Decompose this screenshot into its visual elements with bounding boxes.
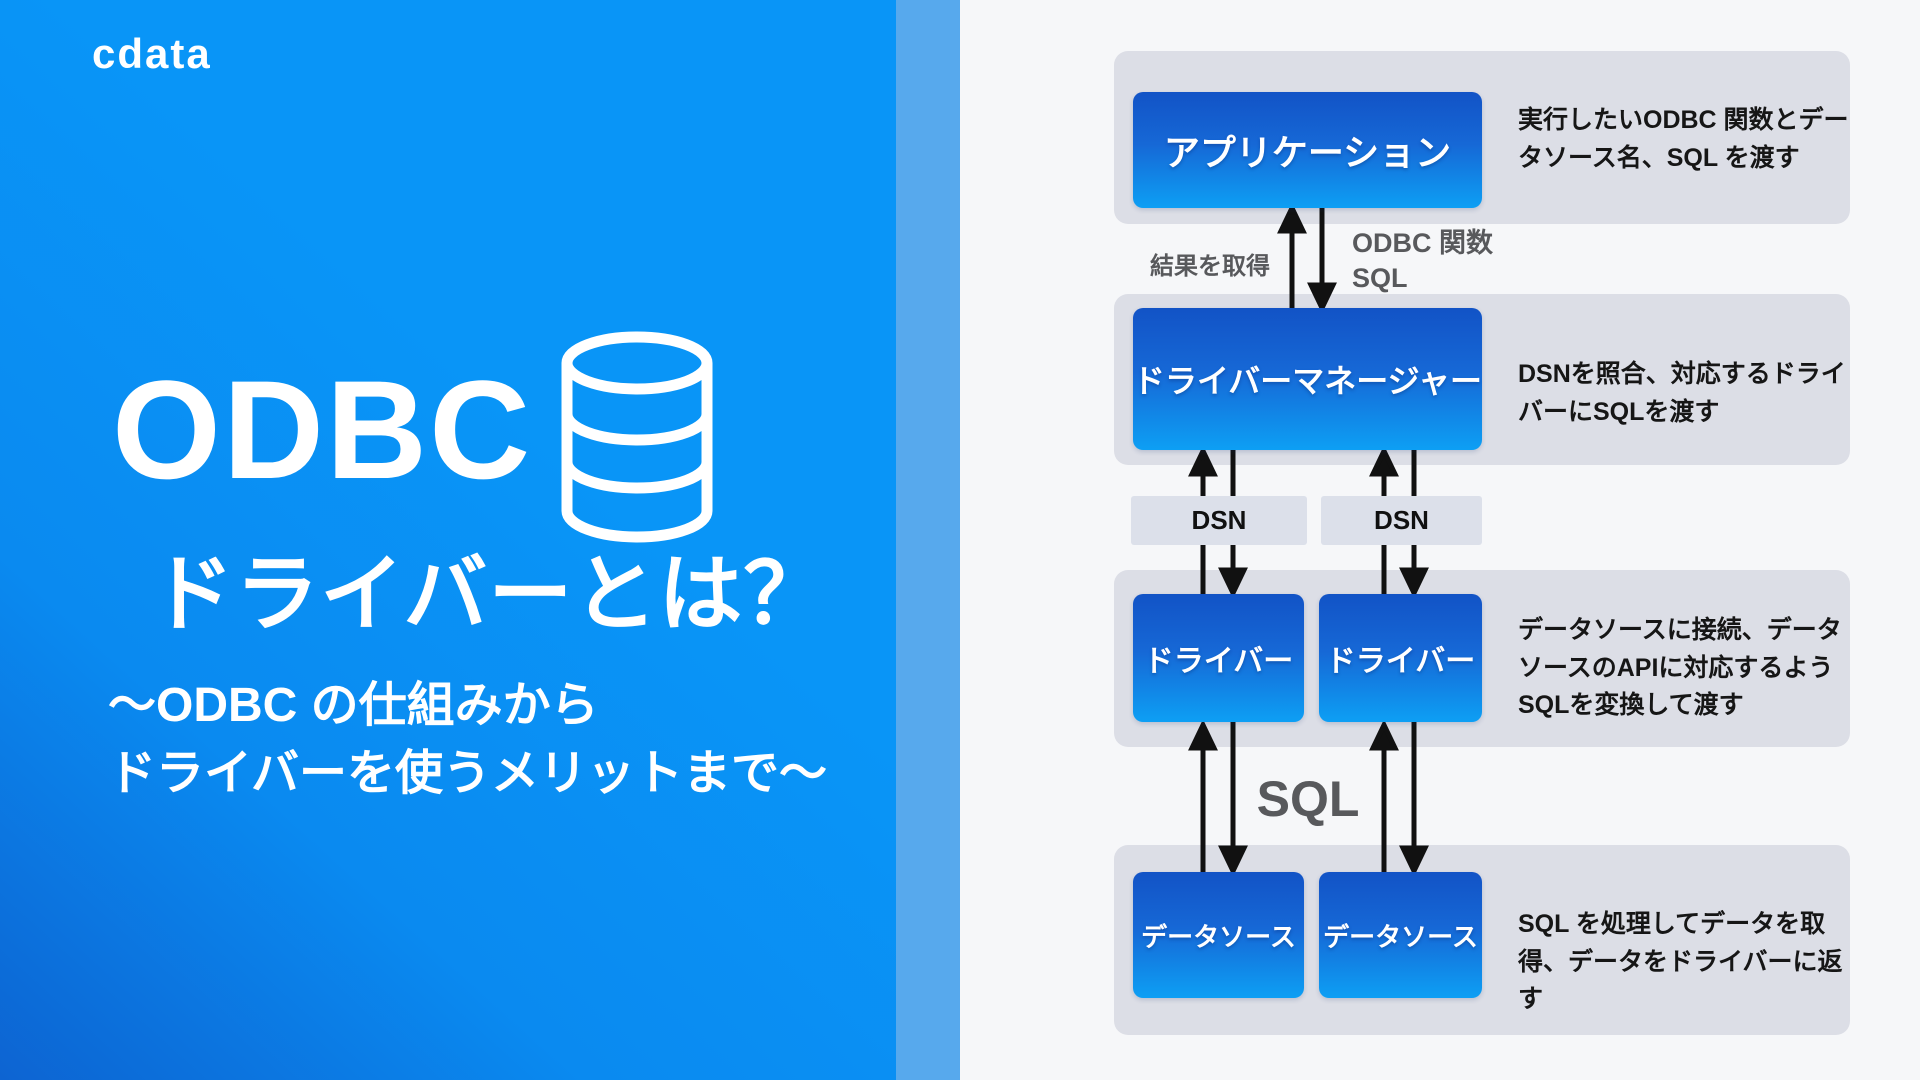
cdata-logo: cdata xyxy=(92,30,212,77)
hero-accent-stripe xyxy=(896,0,960,1080)
odbc-function-edge-label-line2: SQL xyxy=(1352,263,1408,294)
database-icon xyxy=(561,331,713,543)
odbc-function-edge-label-line1: ODBC 関数 xyxy=(1352,228,1493,258)
driver-node-right: ドライバー xyxy=(1319,594,1482,722)
driver-description: データソースに接続、データソースのAPIに対応するようSQLを変換して渡す xyxy=(1518,616,1842,719)
odbc-function-edge-label: ODBC 関数 SQL xyxy=(1352,226,1493,296)
driver-node-left: ドライバー xyxy=(1133,594,1304,722)
application-description: 実行したいODBC 関数とデータソース名、SQL を渡す xyxy=(1518,106,1849,172)
data-source-node-right: データソース xyxy=(1319,872,1482,998)
sql-edge-label: SQL xyxy=(1256,771,1360,827)
hero-panel: cdata ODBC ドライバーとは？ 〜ODBC の仕組みから ドライバーを使… xyxy=(0,0,896,1080)
page-subtitle: ドライバーとは？ xyxy=(150,547,829,641)
tagline-line1: 〜ODBC の仕組みから xyxy=(108,679,599,732)
data-source-description: SQL を処理してデータを取得、データをドライバーに返す xyxy=(1518,910,1843,1013)
page-title: ODBC xyxy=(112,351,533,508)
tagline-line2: ドライバーを使うメリットまで〜 xyxy=(108,747,828,801)
driver-manager-node: ドライバーマネージャー xyxy=(1133,308,1482,450)
dsn-node-left: DSN xyxy=(1131,496,1307,545)
dsn-node-right: DSN xyxy=(1321,496,1482,545)
tagline: 〜ODBC の仕組みから ドライバーを使うメリットまで〜 xyxy=(108,672,827,808)
data-source-node-left: データソース xyxy=(1133,872,1304,998)
driver-manager-description: DSNを照合、対応するドライバーにSQLを渡す xyxy=(1518,360,1846,426)
result-edge-label: 結果を取得 xyxy=(1150,253,1270,280)
application-node: アプリケーション xyxy=(1133,92,1482,208)
